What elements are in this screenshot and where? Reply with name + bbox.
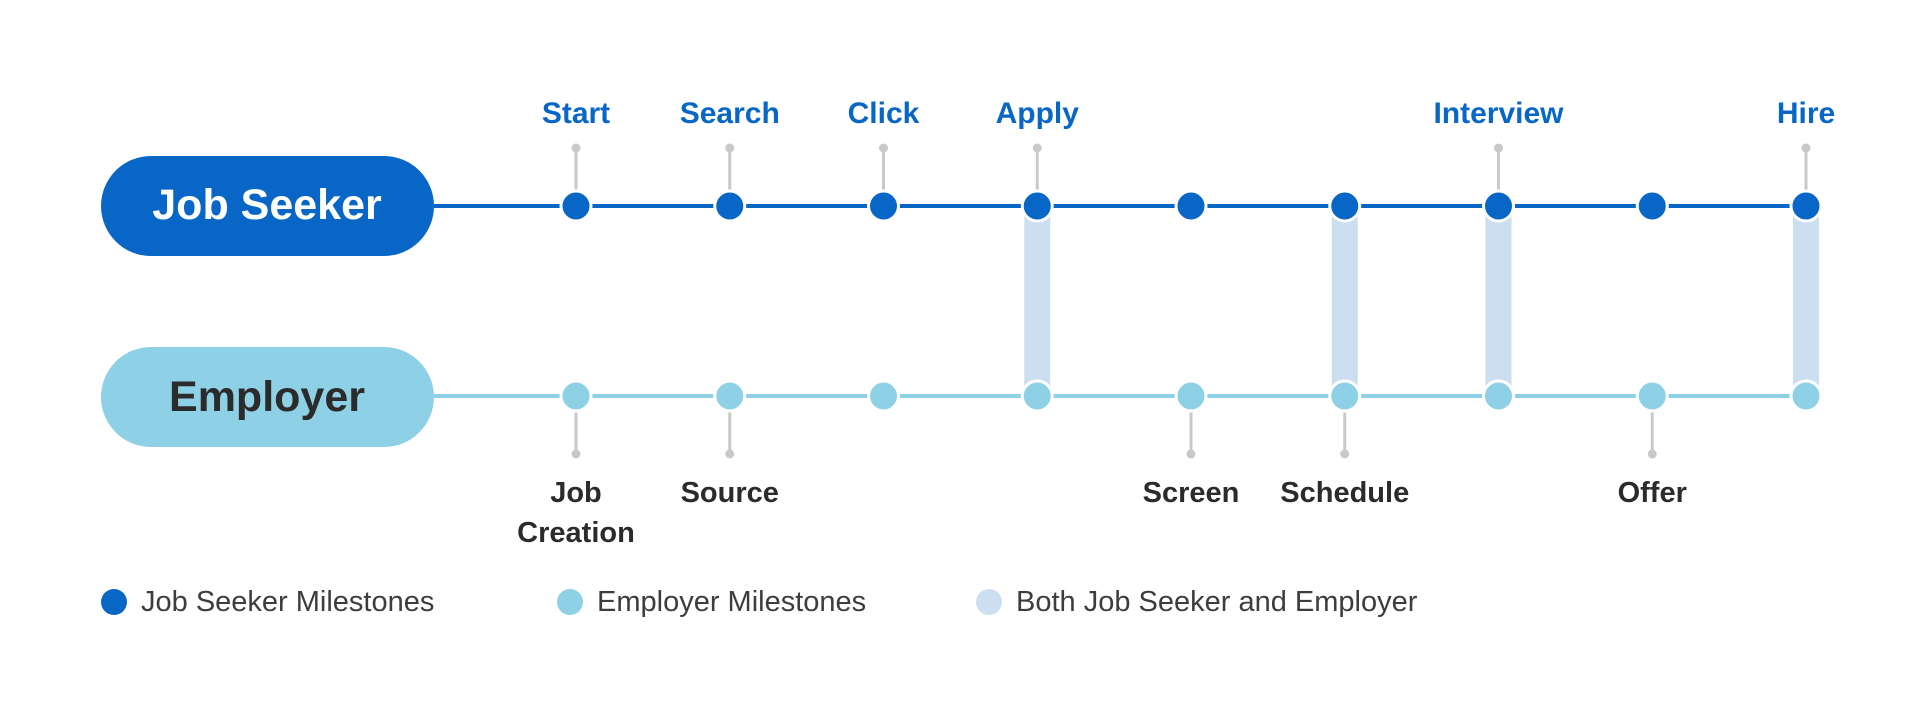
legend-label-employer: Employer Milestones (597, 585, 867, 618)
job-seeker-tick-end (1032, 143, 1042, 153)
legend-label-both: Both Job Seeker and Employer (1016, 585, 1418, 618)
lane-lines (434, 204, 1806, 398)
job-seeker-milestone-dot (1328, 189, 1362, 223)
legend-item-both: Both Job Seeker and Employer (976, 582, 1417, 622)
job-seeker-milestone-label: Apply (996, 97, 1080, 130)
job-seeker-tick-end (725, 143, 735, 153)
shared-milestone-bar (1331, 206, 1358, 396)
job-seeker-pill-label: Job Seeker (152, 181, 382, 229)
employer-milestone-label: Creation (517, 517, 635, 549)
employer-dot-icon (557, 589, 583, 615)
employer-milestone-label: Screen (1143, 477, 1240, 509)
job-seeker-tick-end (571, 143, 581, 153)
employer-milestone-label: Offer (1618, 477, 1687, 509)
legend: Job Seeker Milestones Employer Milestone… (0, 582, 1920, 622)
job-seeker-milestone-dot (559, 189, 593, 223)
job-seeker-tick-end (1494, 143, 1503, 153)
job-seeker-milestone-label: Start (542, 97, 610, 130)
employer-milestone-dot (1174, 379, 1208, 413)
legend-label-job-seeker: Job Seeker Milestones (141, 585, 435, 618)
job-seeker-tick-end (1801, 143, 1811, 153)
employer-pill-label: Employer (169, 373, 365, 421)
employer-tick-end (1186, 449, 1196, 459)
job-seeker-milestone-label: Search (680, 97, 780, 130)
job-seeker-pill: Job Seeker (101, 156, 434, 256)
employer-milestone-dot (1635, 379, 1669, 413)
job-seeker-tick-end (879, 143, 888, 153)
employer-milestone-dot (1020, 379, 1054, 413)
employer-tick-end (725, 449, 735, 459)
job-seeker-milestone-dot (1482, 189, 1515, 223)
employer-pill: Employer (101, 347, 434, 447)
employer-milestone-label: Job (550, 477, 602, 509)
job-seeker-milestone-dot (1789, 189, 1823, 223)
shared-milestone-bar (1024, 206, 1051, 396)
job-seeker-dot-icon (101, 589, 127, 615)
milestone-ticks (571, 143, 1811, 459)
employer-tick-end (571, 449, 581, 459)
job-seeker-milestone-label: Hire (1777, 97, 1835, 130)
job-seeker-milestone-label: Click (848, 97, 920, 130)
employer-milestone-dot (1328, 379, 1362, 413)
job-seeker-milestone-dot (713, 189, 747, 223)
shared-milestone-bars (1024, 206, 1819, 396)
job-seeker-milestone-dot (867, 189, 900, 223)
legend-item-employer: Employer Milestones (557, 582, 866, 622)
employer-milestone-label: Source (681, 477, 779, 509)
employer-milestone-dot (559, 379, 593, 413)
both-dot-icon (976, 589, 1002, 615)
milestone-dots (559, 189, 1823, 413)
employer-milestone-dot (867, 379, 900, 413)
employer-milestone-dot (1482, 379, 1515, 413)
employer-tick-end (1647, 449, 1657, 459)
job-seeker-milestone-label: Interview (1433, 97, 1564, 130)
shared-milestone-bar (1485, 206, 1512, 396)
employer-milestone-dot (713, 379, 747, 413)
employer-milestone-label: Schedule (1280, 477, 1409, 509)
job-seeker-milestone-dot (1635, 189, 1669, 223)
employer-tick-end (1340, 449, 1350, 459)
job-seeker-milestone-dot (1020, 189, 1054, 223)
job-seeker-milestone-dot (1174, 189, 1208, 223)
legend-item-job-seeker: Job Seeker Milestones (101, 582, 434, 622)
shared-milestone-bar (1793, 206, 1819, 396)
employer-milestone-dot (1789, 379, 1823, 413)
